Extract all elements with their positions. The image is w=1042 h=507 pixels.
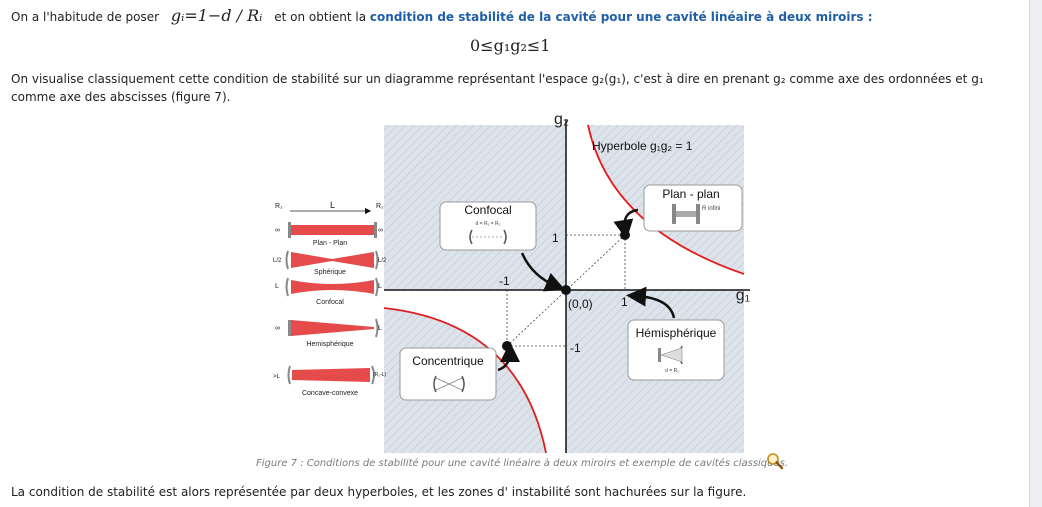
svg-text:∞: ∞ (378, 227, 383, 234)
left-panel-cavity-types: R₁ L R₂ ∞ ∞ Plan - Plan L/2 L/ (273, 200, 387, 397)
hemi-flat-mirror-icon (658, 348, 661, 362)
hyperbola-label: Hyperbole g₁g₂ = 1 (592, 139, 693, 153)
confocal-mirror-left-icon (469, 229, 473, 245)
hyperbola-upper (587, 124, 745, 275)
axis-label-g2: g₂ (554, 111, 569, 128)
confocal-mirror-right-icon (503, 229, 507, 245)
unstable-region-q1-corner (566, 125, 744, 290)
concentric-mirror-right-icon (461, 375, 465, 393)
left-panel-r1: R₁ (275, 203, 283, 210)
tick-y-neg: -1 (570, 341, 581, 355)
svg-text:L/2: L/2 (378, 258, 387, 264)
gi-formula: gᵢ=1−d / Rᵢ (170, 6, 263, 25)
tick-x-neg: -1 (499, 274, 510, 288)
box-hemispherique-note: d = R₁ (665, 368, 679, 374)
stability-diagram: g₂ g₁ Hyperbole g₁g₂ = 1 1 -1 (0,0) 1 -1… (273, 111, 750, 454)
row-plan-plan: ∞ ∞ Plan - Plan (275, 222, 383, 247)
box-concentrique: Concentrique (399, 347, 497, 401)
svg-text:∞: ∞ (275, 227, 280, 234)
box-plan-plan-note: R infini (702, 206, 720, 212)
point-plan-plan (620, 230, 630, 240)
point-origin (561, 285, 571, 295)
svg-text:∞: ∞ (275, 325, 280, 332)
left-panel-l: L (330, 200, 335, 210)
figure-caption: Figure 7 : Conditions de stabilité pour … (256, 458, 789, 469)
svg-text:Concave-convexe: Concave-convexe (302, 390, 358, 397)
svg-text:Sphérique: Sphérique (314, 269, 346, 276)
intro-text: On a l'habitude de poser (11, 10, 160, 24)
box-confocal-title: Confocal (464, 203, 511, 217)
svg-text:Plan - Plan: Plan - Plan (313, 240, 347, 247)
zoom-magnifier-icon[interactable] (766, 452, 784, 470)
row-concave-convexe: >L (R₁-L) Concave-convexe (273, 365, 386, 397)
tick-x-pos: 1 (621, 295, 628, 309)
arrow-confocal (520, 252, 566, 292)
svg-text:L/2: L/2 (273, 258, 282, 264)
plan-mirror-left-icon (672, 204, 676, 224)
box-confocal: Confocal d = R₁ = R₂ (439, 201, 537, 251)
arrow-hemispherique (626, 286, 676, 319)
intro-line: On a l'habitude de poser gᵢ=1−d / Rᵢ et … (11, 6, 873, 25)
figure-7: g₂ g₁ Hyperbole g₁g₂ = 1 1 -1 (0,0) 1 -1… (270, 108, 750, 454)
origin-label: (0,0) (568, 297, 593, 311)
box-plan-plan-title: Plan - plan (662, 187, 719, 201)
box-plan-plan: Plan - plan R infini (643, 184, 743, 232)
point-concentric (502, 341, 512, 351)
box-confocal-note: d = R₁ = R₂ (475, 221, 500, 227)
plan-mirror-right-icon (696, 204, 700, 224)
axis-label-g1: g₁ (736, 287, 750, 304)
svg-text:Hemisphérique: Hemisphérique (306, 341, 353, 348)
row-hemispherique: ∞ L Hemisphérique (275, 318, 382, 348)
arrow-plan-plan (613, 208, 639, 240)
concentric-mirror-left-icon (433, 375, 437, 393)
tick-y-pos: 1 (552, 231, 559, 245)
svg-text:Confocal: Confocal (316, 299, 344, 306)
svg-text:L: L (378, 325, 382, 332)
vertical-scrollbar[interactable] (1029, 0, 1042, 507)
row-spherique: L/2 L/2 Sphérique (273, 250, 387, 276)
stability-condition-formula: 0≤g₁g₂≤1 (470, 36, 551, 55)
box-hemispherique: Hémisphérique d = R₁ (627, 319, 725, 381)
row-confocal: L L Confocal (275, 277, 382, 306)
svg-text:(R₁-L): (R₁-L) (373, 372, 386, 378)
box-hemispherique-title: Hémisphérique (636, 326, 717, 340)
stability-condition-highlight: condition de stabilité de la cavité pour… (369, 10, 873, 24)
svg-text:>L: >L (273, 374, 281, 380)
box-concentrique-title: Concentrique (412, 354, 484, 368)
paragraph-conclusion: La condition de stabilité est alors repr… (11, 485, 747, 499)
svg-text:L: L (378, 283, 382, 290)
arrow-concentrique (497, 342, 520, 372)
svg-text:L: L (275, 283, 279, 290)
mid-text: et on obtient la (274, 10, 367, 24)
paragraph-diagram-description: On visualise classiquement cette conditi… (11, 72, 984, 104)
left-panel-r2: R₂ (376, 203, 384, 210)
